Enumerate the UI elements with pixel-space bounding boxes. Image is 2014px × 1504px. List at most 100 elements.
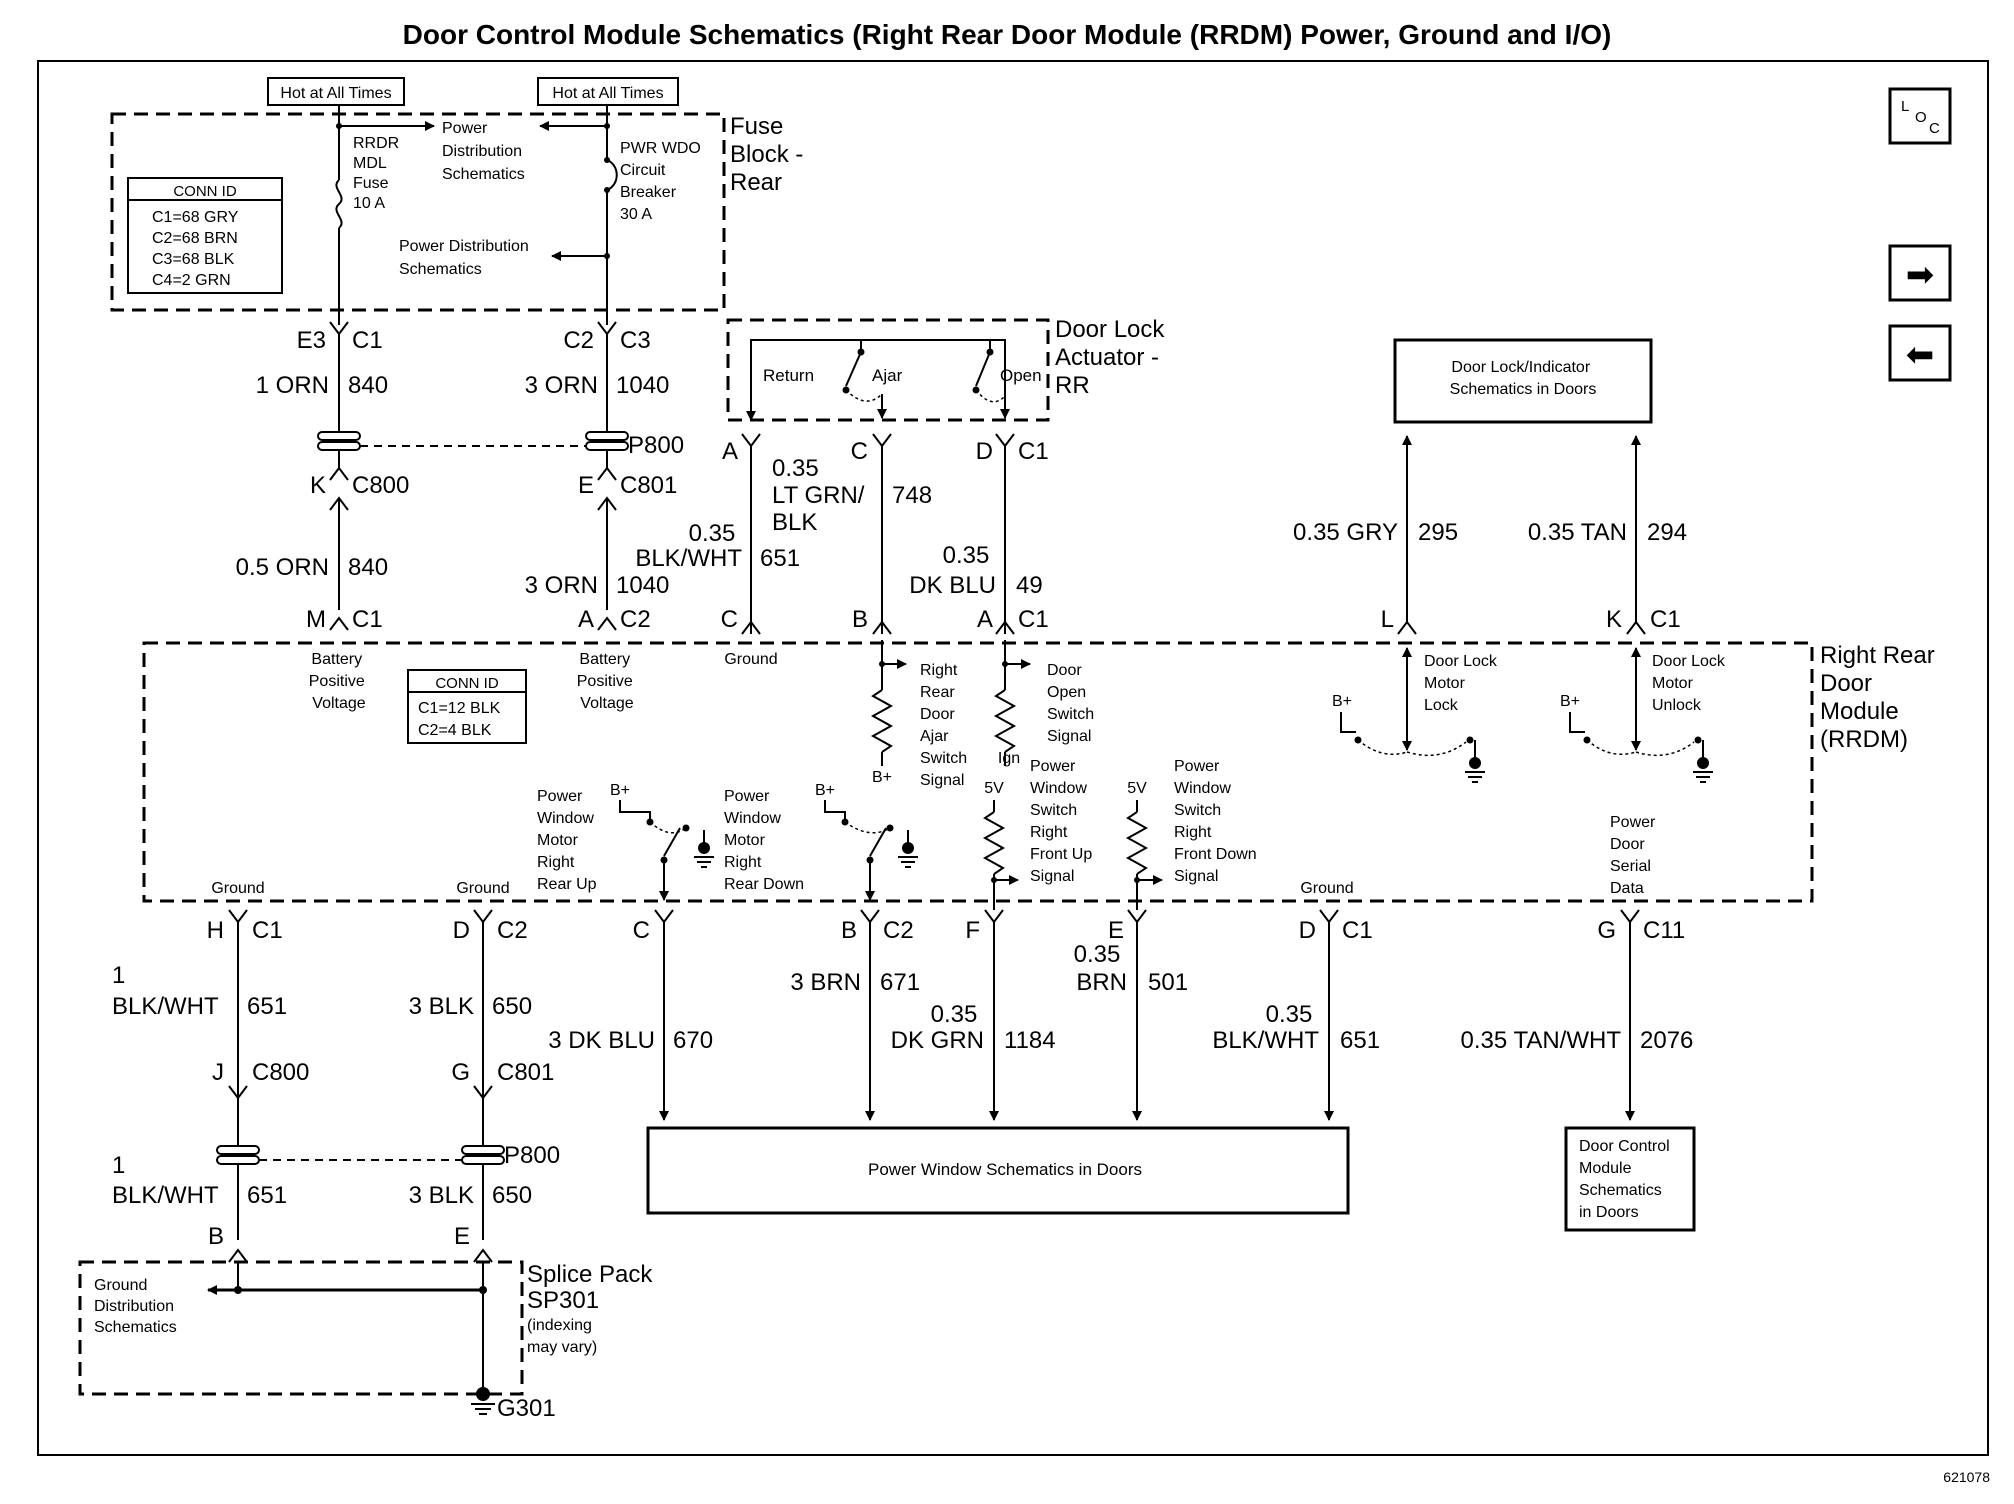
wire-651-d: 0.35 BLK/WHT	[1212, 1001, 1319, 1054]
conn-c3-fuse: C3	[620, 327, 651, 354]
pin-k: K	[310, 472, 326, 499]
door-lock-indicator-text: Door Lock/Indicator Schematics in Doors	[1450, 359, 1597, 398]
conn-c2-module-a: C2	[620, 606, 651, 633]
pin-d-c2: D	[453, 917, 470, 944]
wire-1184-circuit: 1184	[1004, 1027, 1056, 1054]
wire-840-bottom-circuit: 840	[348, 554, 388, 581]
pin-d-actuator: D	[976, 438, 993, 465]
loc-button[interactable]: L O C	[1888, 87, 1952, 145]
open-label: Open	[1000, 366, 1042, 385]
fuse-block-title: Fuse Block - Rear	[730, 113, 810, 196]
bplus-motor-up: B+	[610, 782, 630, 799]
next-page-button[interactable]: ➡	[1888, 244, 1952, 302]
pin-j: J	[212, 1059, 224, 1086]
wire-651-top-circuit: 651	[760, 545, 800, 572]
wire-840-circuit: 840	[348, 372, 388, 399]
bplus-ajar: B+	[872, 769, 892, 786]
wire-1184: 0.35 DK GRN	[891, 1001, 984, 1054]
wire-501: 0.35 BRN	[1074, 941, 1127, 996]
pin-g: G	[451, 1059, 470, 1086]
loc-letter-c: C	[1929, 120, 1940, 137]
pin-e3: E3	[297, 327, 326, 354]
pin-c-module-ground: C	[721, 606, 738, 633]
conn-c1-module-open: C1	[1018, 606, 1049, 633]
wire-650-d-circuit: 650	[492, 993, 532, 1020]
ground-label-d: Ground	[456, 880, 509, 897]
conn-c1-module-m: C1	[352, 606, 383, 633]
pin-g-c11: G	[1597, 917, 1616, 944]
conn-c2-d: C2	[497, 917, 528, 944]
hot-at-all-times-left-box	[267, 77, 405, 106]
prev-page-button[interactable]: ⬅	[1888, 324, 1952, 382]
ground-g301: G301	[497, 1395, 556, 1422]
bottom-wires: H C1 1 BLK/WHT 651 J C800 1 BLK/WHT 651 …	[112, 909, 1693, 1263]
switch-front-down-label: Power Window Switch Right Front Down Sig…	[1174, 758, 1261, 885]
fuse-conn-id-title: CONN ID	[173, 183, 237, 200]
wire-748-circuit: 748	[892, 482, 932, 509]
dcm-schematics-box: Door Control Module Schematics in Doors	[1564, 1126, 1696, 1232]
conn-c801: C801	[620, 472, 677, 499]
wire-651-d-circuit: 651	[1340, 1027, 1380, 1054]
door-lock-motor-lock-label: Door Lock Motor Lock	[1424, 653, 1501, 714]
right-arrow-icon: ➡	[1906, 256, 1935, 294]
wire-651-h: 1 BLK/WHT	[112, 962, 219, 1020]
fivev-down: 5V	[1127, 780, 1147, 797]
conn-p800-bottom: P800	[504, 1142, 560, 1169]
pin-c2-fuse: C2	[563, 327, 594, 354]
circuit-1040: C2 C3 3 ORN 1040 P800 E C801 3 ORN 1040 …	[360, 321, 684, 633]
fuse-conn-id-values: C1=68 GRY C2=68 BRN C3=68 BLK C4=2 GRN	[152, 209, 243, 289]
door-lock-actuator-title: Door Lock Actuator - RR	[1055, 316, 1171, 399]
door-lock-motor-unlock-label: Door Lock Motor Unlock	[1652, 653, 1729, 714]
conn-c1-module-k: C1	[1650, 606, 1681, 633]
rrdm-module: Right Rear Door Module (RRDM) Battery Po…	[142, 640, 1935, 910]
ground-label-d-c1: Ground	[1300, 880, 1353, 897]
wire-1040-bottom-color: 3 ORN	[525, 572, 598, 599]
ajar-switch-signal-label: Right Rear Door Ajar Switch Signal	[920, 662, 972, 789]
actuator-wires: A C 0.35 BLK/WHT 651 C B 0.35 LT GRN/ BL…	[635, 433, 1049, 635]
pin-e-splice: E	[454, 1223, 470, 1250]
battery-positive-left: Battery Positive Voltage	[309, 651, 369, 712]
pin-l: L	[1381, 606, 1394, 633]
wire-49-circuit: 49	[1016, 572, 1043, 599]
ground-top-label: Ground	[724, 651, 777, 668]
power-window-motor-up-label: Power Window Motor Right Rear Up	[537, 788, 598, 893]
conn-p800-top: P800	[628, 432, 684, 459]
conn-c800-bottom: C800	[252, 1059, 309, 1086]
rrdr-mdl-fuse-label: RRDR MDL Fuse 10 A	[353, 135, 404, 212]
module-conn-id-table	[407, 669, 527, 744]
module-conn-id-title: CONN ID	[435, 675, 499, 692]
switch-front-up-label: Power Window Switch Right Front Up Signa…	[1030, 758, 1097, 885]
serial-data-label: Power Door Serial Data	[1610, 814, 1660, 897]
module-conn-id-values: C1=12 BLK C2=4 BLK	[418, 700, 505, 739]
pin-a-module-open: A	[977, 606, 993, 633]
wire-2076-circuit: 2076	[1640, 1027, 1693, 1054]
wire-748: 0.35 LT GRN/ BLK	[772, 455, 871, 536]
ign-label: Ign	[998, 750, 1020, 767]
return-label: Return	[763, 366, 814, 385]
wire-651-b: 1 BLK/WHT	[112, 1152, 219, 1209]
ground-distribution-label: Ground Distribution Schematics	[94, 1277, 178, 1336]
fuse-block: Hot at All Times Hot at All Times Fuse B…	[110, 77, 810, 325]
fuse-conn-id-table	[127, 177, 283, 294]
wire-650-e-circuit: 650	[492, 1182, 532, 1209]
pin-a-actuator: A	[722, 438, 738, 465]
conn-c801-bottom: C801	[497, 1059, 554, 1086]
wire-651-b-circuit: 651	[247, 1182, 287, 1209]
wire-651-top: 0.35 BLK/WHT	[635, 520, 742, 572]
dcm-box-text: Door Control Module Schematics in Doors	[1579, 1138, 1674, 1221]
door-lock-actuator: Door Lock Actuator - RR Return Ajar Open	[726, 316, 1171, 422]
hot-at-all-times-left: Hot at All Times	[280, 85, 391, 102]
wire-671-color: 3 BRN	[790, 969, 861, 996]
pin-f: F	[965, 917, 980, 944]
bplus-unlock: B+	[1560, 693, 1580, 710]
loc-letter-l: L	[1901, 98, 1909, 115]
wire-670-circuit: 670	[673, 1027, 713, 1054]
pin-a-c2: A	[578, 606, 594, 633]
wire-840-bottom-color: 0.5 ORN	[236, 554, 329, 581]
hot-at-all-times-right-box	[537, 77, 679, 106]
fivev-up: 5V	[984, 780, 1004, 797]
wire-1040-bottom-circuit: 1040	[616, 572, 669, 599]
conn-c1-fuse: C1	[352, 327, 383, 354]
conn-c1-h: C1	[252, 917, 283, 944]
